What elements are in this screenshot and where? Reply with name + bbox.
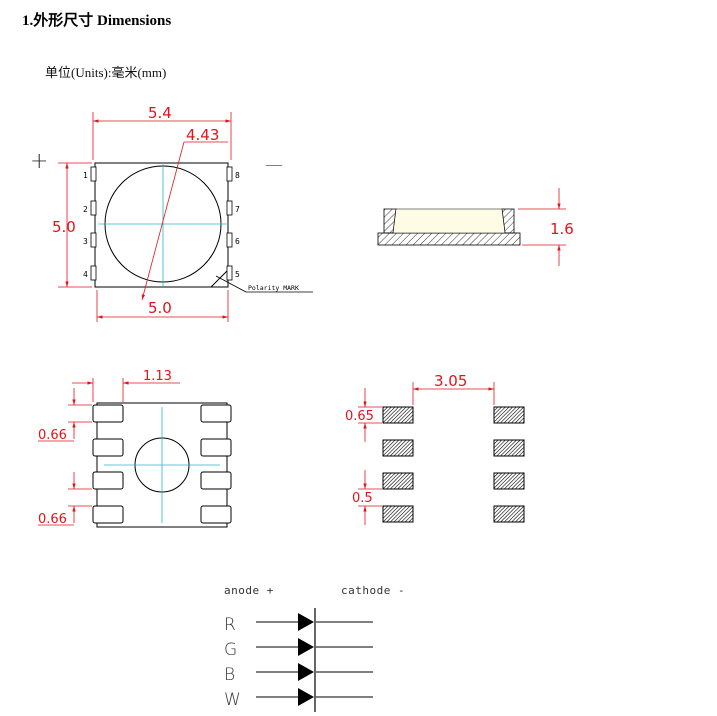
anode-sign: + [30, 149, 48, 174]
anode-label: anode + [224, 584, 274, 597]
lens-fill [392, 208, 506, 234]
diode-channel-w: W [224, 688, 373, 710]
pin-label: 6 [235, 237, 240, 246]
pin-label: 5 [235, 270, 240, 279]
pad-pitch-dimension-bottom: 0.66 [38, 512, 67, 527]
base-substrate [377, 232, 521, 246]
pad-height-dimension: 0.65 [345, 409, 374, 424]
pin-label: 7 [235, 205, 240, 214]
channel-label: B [224, 665, 235, 685]
pad-pitch-dimension-top: 0.66 [38, 428, 67, 443]
polarity-mark-label: Polarity MARK [248, 284, 299, 292]
circuit-diagram: anode + cathode - R G B W [224, 584, 405, 712]
bottom-width-dimension: 5.0 [148, 299, 172, 317]
diode-channel-r: R [224, 613, 373, 635]
pin-label: 8 [235, 171, 240, 180]
pin-label: 3 [83, 237, 88, 246]
units-note: 单位(Units):毫米(mm) [45, 65, 167, 80]
height-dimension: 5.0 [52, 218, 76, 236]
pin-label: 1 [83, 171, 88, 180]
section-heading: 1.外形尺寸 Dimensions [22, 13, 172, 29]
channel-label: W [224, 690, 241, 710]
pad-spacing-dimension: 3.05 [434, 372, 467, 390]
pad-layout: 3.05 0.65 0.5 [345, 372, 525, 525]
channel-label: R [224, 615, 236, 635]
side-view: 1.6 [377, 188, 574, 266]
cathode-sign: — [265, 154, 283, 175]
pin-label: 2 [83, 205, 88, 214]
top-view: 1 2 3 4 8 7 6 5 + — 5.4 4.43 5.0 5.0 Pol… [30, 104, 313, 322]
cathode-label: cathode - [341, 584, 405, 597]
channel-label: G [224, 640, 237, 660]
package-outline [94, 162, 229, 288]
pin-label: 4 [83, 270, 88, 279]
thickness-dimension: 1.6 [550, 220, 574, 238]
lens-diameter-dimension: 4.43 [186, 126, 219, 144]
bottom-view: 1.13 0.66 0.66 [38, 369, 232, 528]
diode-channel-g: G [224, 638, 373, 660]
pad-gap-dimension: 0.5 [352, 491, 373, 506]
width-dimension: 5.4 [148, 104, 172, 122]
polarity-chamfer [210, 269, 229, 288]
diode-channel-b: B [224, 663, 373, 685]
pad-width-dimension: 1.13 [143, 369, 172, 384]
bottom-outline [96, 402, 228, 528]
